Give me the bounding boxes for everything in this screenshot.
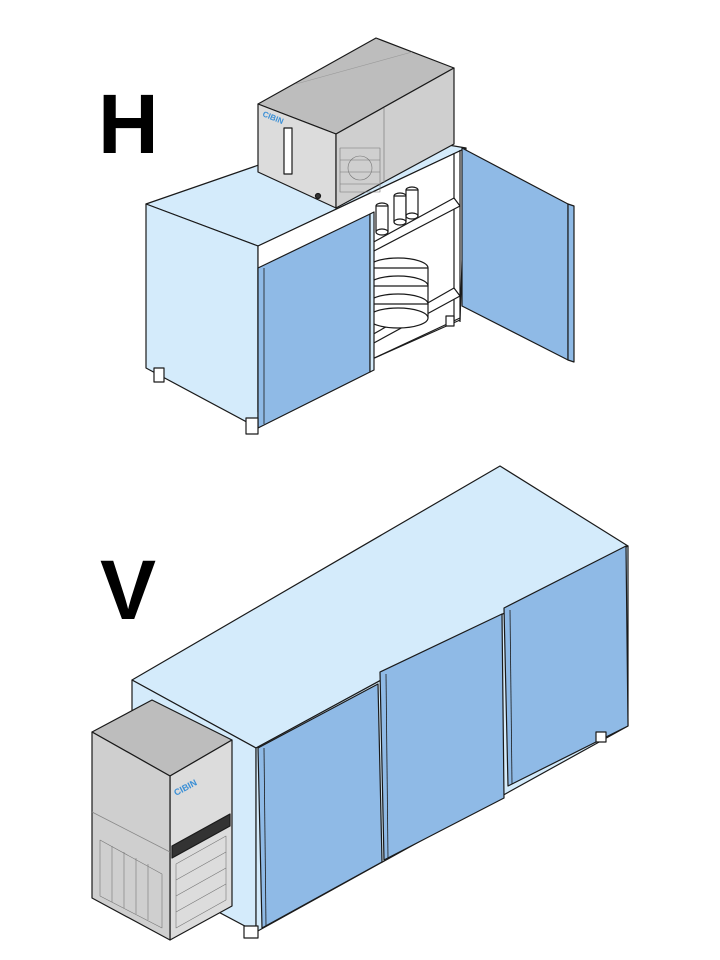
- config-label-v: V: [100, 543, 157, 637]
- h-door-right-edge: [567, 203, 575, 363]
- h-kegs: [367, 257, 429, 329]
- v-unit-side: [91, 731, 171, 941]
- v-feet: [243, 731, 607, 939]
- h-door-right: [461, 147, 569, 361]
- config-label-h: H: [98, 77, 159, 171]
- h-unit-side: [335, 67, 455, 209]
- h-refrigeration-unit: [257, 37, 455, 209]
- v-unit-grille: [99, 835, 227, 929]
- h-bottles: [375, 186, 419, 236]
- v-unit-control-strip: [171, 813, 231, 859]
- v-door-1: [257, 683, 383, 929]
- h-door-left-edge: [369, 211, 375, 373]
- h-unit-grille: [339, 147, 381, 193]
- v-refrigeration-unit: [91, 699, 233, 941]
- h-unit-control-panel: [283, 127, 293, 175]
- v-cabinet: [131, 465, 629, 939]
- h-feet: [153, 315, 455, 435]
- v-door-3: [503, 545, 629, 787]
- v-door-2: [379, 613, 505, 861]
